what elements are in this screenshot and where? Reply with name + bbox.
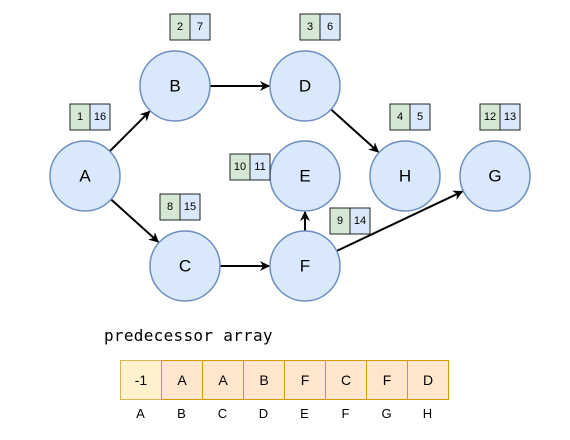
array-index-b: B: [177, 406, 186, 421]
array-cell-e: F: [284, 360, 326, 400]
array-index-d: D: [258, 406, 269, 421]
array-cell-b: A: [161, 360, 203, 400]
node-label-g: G: [488, 167, 501, 186]
discovery-time-h: 4: [397, 111, 403, 123]
array-cell-d: B: [243, 360, 285, 400]
node-label-b: B: [169, 77, 180, 96]
node-label-c: C: [179, 257, 191, 276]
array-index-e: E: [300, 406, 309, 421]
nodes-layer: A B C D E F G H: [49, 50, 531, 302]
array-index-row: A B C D E F G H: [120, 406, 448, 421]
array-index-f: F: [341, 406, 350, 421]
predecessor-array: -1 A A B F C F D: [120, 360, 449, 400]
finish-time-a: 16: [94, 111, 106, 123]
node-h: [369, 140, 441, 212]
graph-canvas: A B C D E F G H 1 16 2 7 8 15 3 6 10 11 9 14 12 13 4 5: [49, 13, 531, 302]
array-cell-a: -1: [120, 360, 162, 400]
node-label-a: A: [79, 167, 91, 186]
finish-time-g: 13: [504, 111, 516, 123]
node-label-e: E: [299, 167, 310, 186]
badges-layer: 1 16 2 7 8 15 3 6 10 11 9 14 12 13 4 5: [69, 13, 521, 235]
array-title: predecessor array: [104, 326, 273, 345]
node-g: [459, 140, 531, 212]
array-index-g: G: [381, 406, 392, 421]
array-cell-f: C: [325, 360, 367, 400]
node-d: [269, 50, 341, 122]
finish-box-g: [499, 103, 521, 131]
edges-layer: [109, 81, 464, 271]
finish-time-c: 15: [184, 201, 196, 213]
array-cell-c: A: [202, 360, 244, 400]
discovery-time-e: 10: [234, 161, 246, 173]
finish-box-h: [409, 103, 431, 131]
finish-time-e: 11: [254, 161, 265, 173]
finish-box-e: [249, 153, 271, 181]
discovery-time-b: 2: [177, 21, 183, 33]
node-b: [139, 50, 211, 122]
discovery-time-f: 9: [337, 215, 343, 227]
node-a: [49, 140, 121, 212]
finish-box-d: [319, 13, 341, 41]
finish-box-b: [189, 13, 211, 41]
edge-a-c: [110, 198, 159, 243]
discovery-time-d: 3: [307, 21, 313, 33]
array-index-h: H: [422, 406, 433, 421]
finish-time-h: 5: [417, 111, 423, 123]
edge-a-b: [109, 110, 151, 152]
array-cell-h: D: [407, 360, 449, 400]
discovery-time-a: 1: [77, 111, 83, 123]
array-index-a: A: [136, 406, 145, 421]
edge-f-g: [336, 190, 464, 252]
node-f: [269, 230, 341, 302]
finish-box-c: [179, 193, 201, 221]
node-c: [149, 230, 221, 302]
node-label-d: D: [299, 77, 311, 96]
array-cell-g: F: [366, 360, 408, 400]
finish-box-a: [89, 103, 111, 131]
finish-box-f: [349, 207, 371, 235]
discovery-time-c: 8: [167, 201, 173, 213]
finish-time-f: 14: [354, 215, 366, 227]
finish-time-b: 7: [197, 21, 203, 33]
node-label-f: F: [300, 257, 310, 276]
edge-d-h: [330, 108, 379, 153]
discovery-time-g: 12: [484, 111, 496, 123]
node-label-h: H: [399, 167, 411, 186]
finish-time-d: 6: [327, 21, 333, 33]
array-index-c: C: [217, 406, 228, 421]
